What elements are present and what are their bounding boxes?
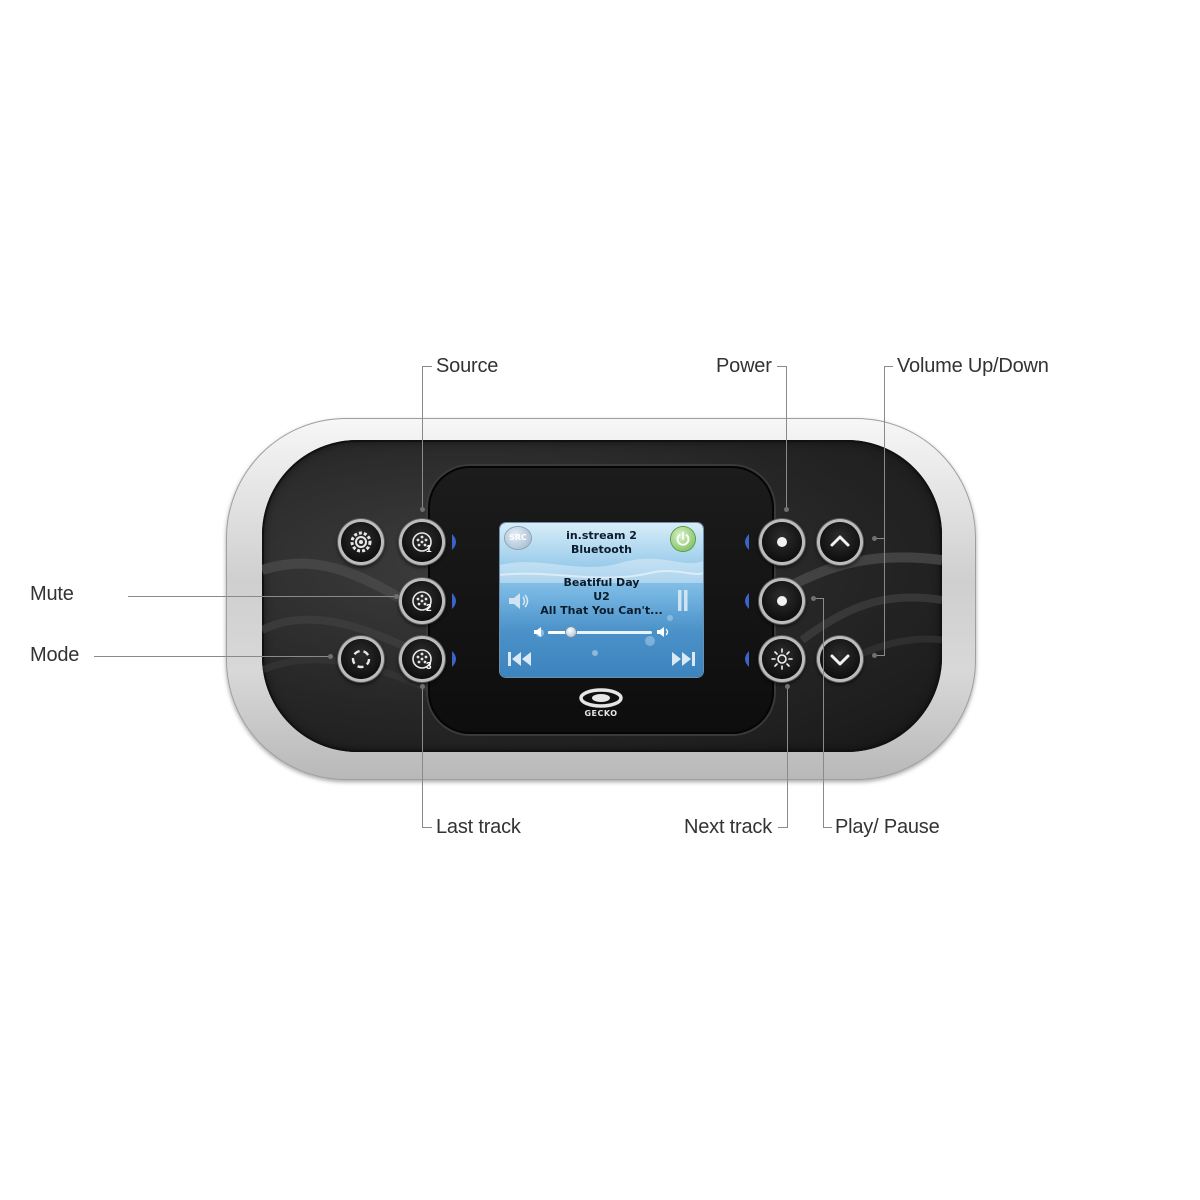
callout-next-track: Next track bbox=[684, 816, 773, 838]
pump-3-button[interactable]: 3 bbox=[402, 639, 442, 679]
leader-power-dot bbox=[784, 507, 789, 512]
light-button[interactable] bbox=[762, 639, 802, 679]
chevron-down-icon bbox=[830, 654, 850, 666]
leader-next-track-tick bbox=[778, 827, 788, 828]
leader-source bbox=[422, 366, 423, 509]
chevron-up-icon bbox=[830, 535, 850, 547]
volume-down-button[interactable] bbox=[820, 639, 860, 679]
brand-text: GECKO bbox=[584, 709, 618, 718]
play-pause-button[interactable] bbox=[762, 581, 802, 621]
power-dot-icon bbox=[777, 537, 787, 547]
light-icon bbox=[771, 648, 793, 670]
volume-knob[interactable] bbox=[565, 627, 576, 637]
led-right-icon bbox=[452, 534, 456, 550]
power-icon bbox=[676, 531, 690, 546]
settings-gear-icon bbox=[350, 531, 372, 553]
lcd-screen: in.stream 2 Bluetooth Beatiful Day U2 Al… bbox=[500, 523, 703, 677]
leader-source-tick bbox=[422, 366, 432, 367]
settings-button[interactable] bbox=[341, 522, 381, 562]
pump-2-button[interactable]: 2 bbox=[402, 581, 442, 621]
leader-source-dot bbox=[420, 507, 425, 512]
leader-play-pause bbox=[823, 598, 824, 827]
leader-mode-dot bbox=[328, 654, 333, 659]
source-badge[interactable]: SRC bbox=[505, 527, 531, 549]
device-name: in.stream 2 bbox=[566, 529, 637, 542]
pause-icon[interactable] bbox=[676, 589, 690, 613]
volume-high-icon bbox=[657, 627, 669, 637]
leader-next-track bbox=[787, 688, 788, 827]
callout-mute: Mute bbox=[30, 583, 74, 605]
song-title: Beatiful Day bbox=[563, 576, 640, 589]
callout-source: Source bbox=[436, 355, 499, 377]
led-left-icon bbox=[745, 651, 749, 667]
leader-play-pause-dot bbox=[811, 596, 816, 601]
power-button[interactable] bbox=[762, 522, 802, 562]
leader-volume-up-dot bbox=[872, 536, 877, 541]
leader-volume bbox=[884, 366, 885, 656]
callout-power: Power bbox=[716, 355, 772, 377]
previous-track-icon[interactable] bbox=[506, 649, 534, 669]
leader-volume-up bbox=[874, 538, 885, 539]
leader-last-track-tick bbox=[422, 827, 432, 828]
next-track-icon[interactable] bbox=[669, 649, 697, 669]
volume-track[interactable] bbox=[548, 631, 652, 634]
leader-mute-dot bbox=[394, 594, 399, 599]
volume-fill bbox=[548, 631, 571, 634]
mode-cycle-icon bbox=[351, 649, 371, 669]
led-left-icon bbox=[745, 534, 749, 550]
gecko-logo-icon bbox=[579, 688, 623, 708]
pump-2-number: 2 bbox=[426, 603, 432, 614]
pump-1-icon bbox=[412, 532, 432, 552]
play-pause-dot-icon bbox=[777, 596, 787, 606]
leader-last-track bbox=[422, 688, 423, 827]
pump-2-icon bbox=[412, 591, 432, 611]
led-right-icon bbox=[452, 593, 456, 609]
leader-mute bbox=[128, 596, 396, 597]
leader-power-tick bbox=[777, 366, 787, 367]
callout-last-track: Last track bbox=[436, 816, 521, 838]
power-badge[interactable] bbox=[671, 527, 695, 551]
pump-1-number: 1 bbox=[426, 544, 432, 555]
leader-volume-down bbox=[874, 655, 885, 656]
artist-name: U2 bbox=[593, 590, 610, 603]
volume-low-icon bbox=[534, 627, 541, 637]
leader-volume-down-dot bbox=[872, 653, 877, 658]
leader-last-track-dot bbox=[420, 684, 425, 689]
album-name: All That You Can't... bbox=[540, 604, 663, 617]
mode-button[interactable] bbox=[341, 639, 381, 679]
speaker-icon[interactable] bbox=[507, 590, 531, 612]
callout-play-pause: Play/ Pause bbox=[835, 816, 940, 838]
leader-next-track-dot bbox=[785, 684, 790, 689]
volume-up-button[interactable] bbox=[820, 522, 860, 562]
leader-play-pause-h bbox=[814, 598, 824, 599]
pump-3-icon bbox=[412, 649, 432, 669]
leader-play-pause-tick bbox=[823, 827, 832, 828]
led-left-icon bbox=[745, 593, 749, 609]
connection-type: Bluetooth bbox=[571, 543, 632, 556]
led-right-icon bbox=[452, 651, 456, 667]
water-background bbox=[500, 558, 703, 656]
callout-mode: Mode bbox=[30, 644, 80, 666]
leader-power bbox=[786, 366, 787, 509]
callout-volume-up-down: Volume Up/Down bbox=[897, 355, 1049, 377]
pump-3-number: 3 bbox=[426, 661, 432, 672]
leader-volume-tick bbox=[884, 366, 893, 367]
pump-1-button[interactable]: 1 bbox=[402, 522, 442, 562]
leader-mode bbox=[94, 656, 330, 657]
